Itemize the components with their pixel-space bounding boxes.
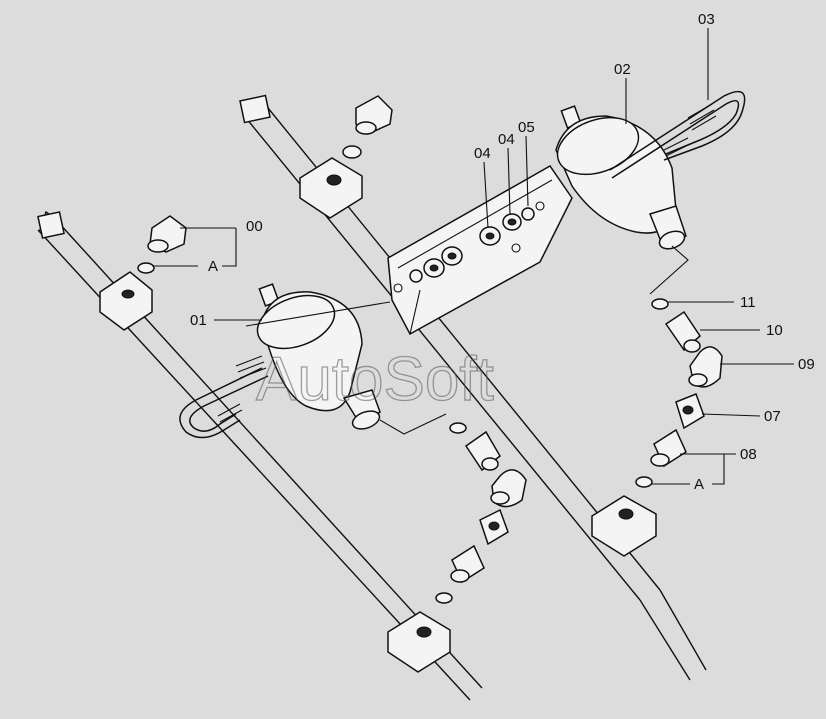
label-a-right: A xyxy=(694,476,704,493)
label-07: 07 xyxy=(764,408,781,425)
label-03: 03 xyxy=(698,11,715,28)
label-04-left: 04 xyxy=(474,145,491,162)
label-11: 11 xyxy=(740,294,756,311)
part-labels: 00 A 01 02 03 04 04 05 11 10 09 07 08 A xyxy=(190,11,815,493)
label-02: 02 xyxy=(614,61,631,78)
label-00: 00 xyxy=(246,218,263,235)
sleeve-left xyxy=(479,508,509,546)
label-09: 09 xyxy=(798,356,815,373)
label-05: 05 xyxy=(518,119,535,136)
elbow-09 xyxy=(688,346,723,388)
label-01: 01 xyxy=(190,312,207,329)
nut-group-bracket xyxy=(409,207,535,283)
connector-10 xyxy=(664,310,701,353)
tee-block-left-lower xyxy=(387,611,451,673)
label-04-right: 04 xyxy=(498,131,515,148)
mounting-bracket xyxy=(387,165,573,336)
u-bolt-right xyxy=(609,90,746,179)
oring-right-lower xyxy=(635,476,653,488)
tee-block-right-lower xyxy=(591,495,657,557)
filter-01 xyxy=(256,283,381,430)
oring-left-lower xyxy=(435,592,453,604)
union-08 xyxy=(650,428,687,468)
label-08: 08 xyxy=(740,446,757,463)
assembly-lines xyxy=(245,245,689,435)
oring-left-fitting xyxy=(449,422,467,434)
tee-block-middle-upper xyxy=(299,157,363,219)
label-a-left: A xyxy=(208,258,218,275)
label-10: 10 xyxy=(766,322,783,339)
sleeve-07 xyxy=(675,393,705,430)
connector-left xyxy=(464,430,501,472)
leader-lines xyxy=(152,28,794,485)
oring-11 xyxy=(651,298,669,310)
u-bolt-left xyxy=(179,355,269,439)
watermark: AutoSoft xyxy=(256,345,494,414)
plug-upper xyxy=(342,95,393,159)
union-left xyxy=(450,544,485,584)
filter-02 xyxy=(555,105,687,250)
tee-block-left-upper xyxy=(99,271,153,331)
elbow-left xyxy=(490,469,527,508)
plug-lower xyxy=(137,215,187,274)
